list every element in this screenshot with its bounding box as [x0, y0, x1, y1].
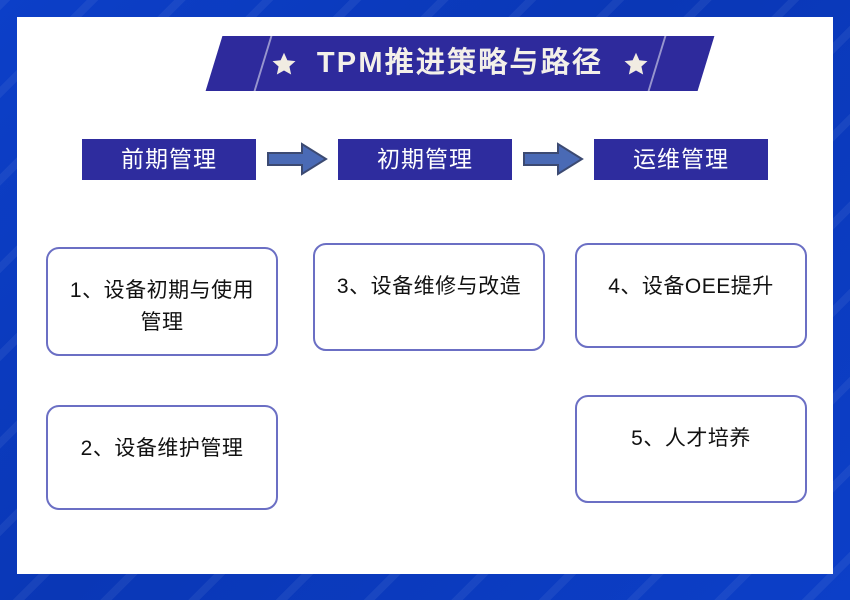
arrow-right-icon [266, 142, 328, 176]
phase-bar-initial-management[interactable]: 初期管理 [338, 138, 512, 180]
phase-bar-label: 初期管理 [377, 145, 473, 172]
card-label: 3、设备维修与改造 [336, 275, 522, 298]
slide-canvas: TPM推进策略与路径 前期管理 初期管理 [17, 17, 833, 574]
card-item[interactable]: 3、设备维修与改造 [313, 243, 545, 351]
card-item[interactable]: 5、人才培养 [575, 395, 807, 503]
card-item[interactable]: 4、设备OEE提升 [575, 243, 807, 348]
card-item[interactable]: 2、设备维护管理 [46, 405, 278, 510]
card-label: 1、设备初期与使用管理 [69, 279, 255, 334]
phase-bar-operations-management[interactable]: 运维管理 [594, 138, 768, 180]
card-label: 4、设备OEE提升 [608, 275, 774, 298]
card-item[interactable]: 1、设备初期与使用管理 [46, 247, 278, 356]
page-title: TPM推进策略与路径 [316, 47, 604, 79]
card-label: 2、设备维护管理 [80, 437, 244, 460]
star-icon [271, 51, 297, 77]
phase-bar-early-management[interactable]: 前期管理 [82, 138, 256, 180]
card-label: 5、人才培养 [631, 427, 751, 450]
star-icon [623, 51, 649, 77]
phase-header-row: 前期管理 初期管理 运维管理 [17, 131, 833, 187]
phase-bar-label: 运维管理 [633, 145, 729, 172]
arrow-right-icon [522, 142, 584, 176]
phase-bar-label: 前期管理 [121, 145, 217, 172]
card-columns: 1、设备初期与使用管理 2、设备维护管理 3、设备维修与改造 4、设备OEE提升… [17, 227, 833, 527]
title-banner: TPM推进策略与路径 [205, 36, 715, 91]
